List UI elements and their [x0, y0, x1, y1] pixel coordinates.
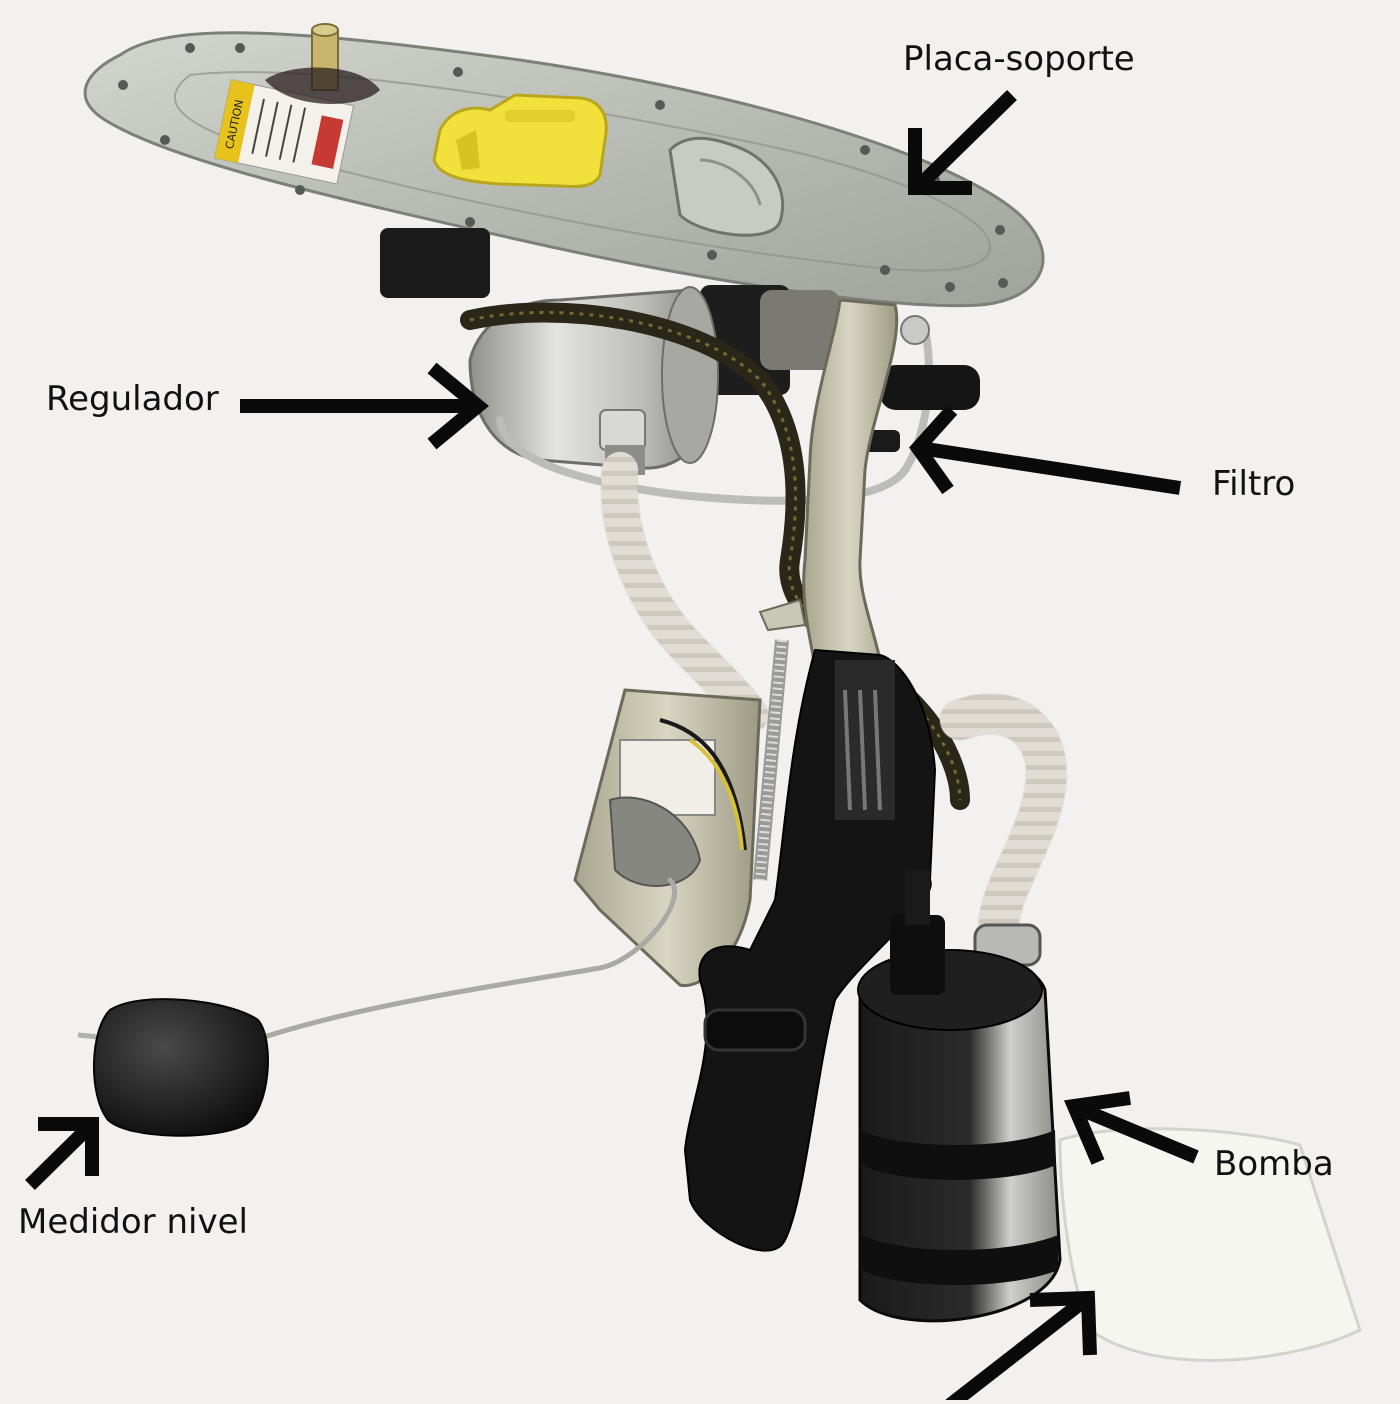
- yellow-connector: [432, 93, 608, 189]
- fuel-hose-lower: [940, 693, 1067, 960]
- tension-spring: [753, 639, 789, 881]
- label-medidor-nivel: Medidor nivel: [18, 1202, 248, 1242]
- mounting-plate: CAUTION: [83, 23, 1045, 308]
- annotation-arrows: [25, 89, 1199, 1404]
- label-regulador: Regulador: [46, 379, 219, 419]
- under-plate-connectors: [380, 228, 840, 395]
- label-placa-soporte: Placa-soporte: [903, 39, 1135, 79]
- support-bracket: [758, 298, 899, 692]
- fuel-pump-cylinder: [857, 870, 1062, 1323]
- vent-nozzle: [265, 23, 380, 104]
- label-filtro: Filtro: [1212, 464, 1296, 504]
- level-sender-plate: [573, 688, 762, 988]
- float-arm: [252, 877, 678, 1043]
- arrow-medidor-nivel: [25, 1117, 99, 1190]
- fuel-hose-upper: [601, 452, 768, 733]
- arrow-regulador: [240, 362, 489, 450]
- arrow-filtro: [909, 405, 1182, 495]
- plate-handle: [668, 136, 785, 237]
- level-float: [77, 998, 269, 1137]
- caution-sticker: CAUTION: [214, 79, 355, 185]
- pump-housing: [683, 648, 937, 1252]
- arrow-placa-soporte: [908, 89, 1017, 195]
- fuel-strainer: [1058, 1127, 1362, 1362]
- arrow-bomba: [1063, 1091, 1199, 1165]
- label-bomba: Bomba: [1214, 1144, 1334, 1184]
- arrow-filtro-bomba-bottom: [945, 1290, 1097, 1404]
